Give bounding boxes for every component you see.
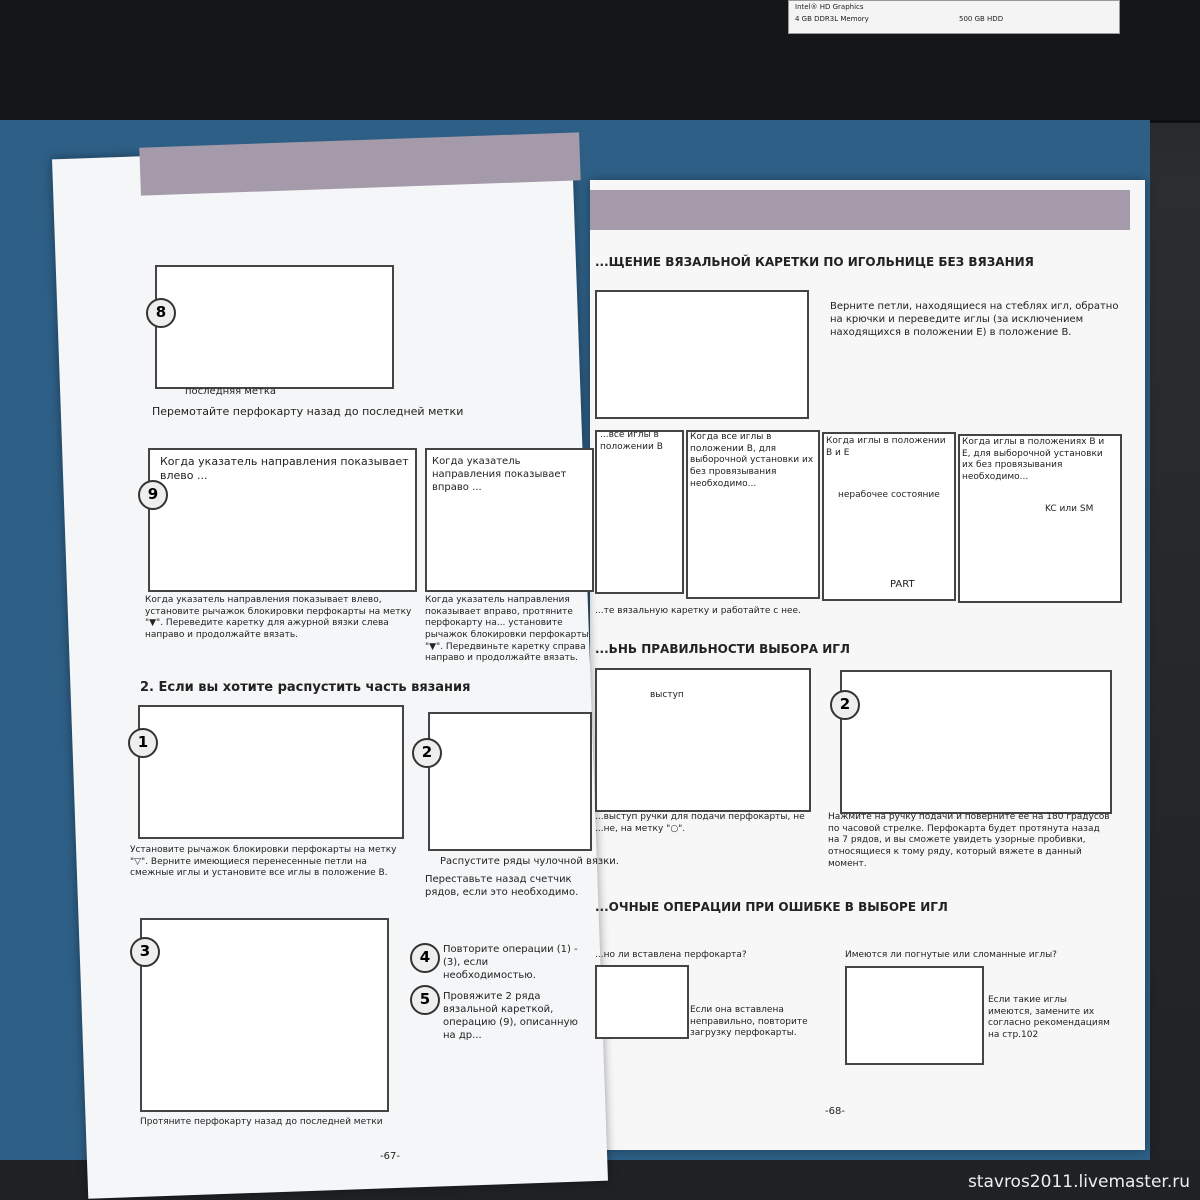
check1-text: ...выступ ручки для подачи перфокарты, н…	[595, 812, 805, 834]
check2-illustration	[840, 670, 1112, 814]
question-1: ...но ли вставлена перфокарта?	[595, 950, 747, 960]
question-2: Имеются ли погнутые или сломанные иглы?	[845, 950, 1057, 960]
step1-number: 1	[128, 728, 158, 758]
step8-illustration	[155, 265, 394, 389]
state-label: нерабочее состояние	[838, 490, 940, 500]
answer-2: Если такие иглы имеются, замените их сог…	[988, 995, 1110, 1041]
sticker-hdd: 500 GB HDD	[959, 15, 1004, 23]
section2-title: 2. Если вы хотите распустить часть вязан…	[140, 680, 471, 695]
check2-number: 2	[830, 690, 860, 720]
step5-number: 5	[410, 985, 440, 1015]
check1-illustration	[595, 668, 811, 812]
spec-sticker: Intel® HD Graphics 4 GB DDR3L Memory 500…	[788, 0, 1120, 34]
step2-note: Переставьте назад счетчик рядов, если эт…	[425, 874, 579, 898]
right-heading-2: ...ЬНЬ ПРАВИЛЬНОСТИ ВЫБОРА ИГЛ	[595, 642, 850, 656]
step3-illustration	[140, 918, 389, 1112]
right-page-number: -68-	[825, 1106, 845, 1117]
carriage-illustration	[595, 290, 809, 419]
case2-panel	[686, 430, 820, 599]
check2-text: Нажмите на ручку подачи и поверните ее н…	[828, 812, 1110, 869]
case4-panel	[958, 434, 1122, 603]
move-text: ...те вязальную каретку и работайте с не…	[595, 606, 801, 616]
step9-text-right: Когда указатель направления показывает в…	[425, 595, 589, 664]
step4-text: Повторите операции (1) - (3), если необх…	[443, 944, 578, 981]
answer-1: Если она вставлена неправильно, повторит…	[690, 1005, 808, 1039]
question2-illustration	[845, 966, 984, 1065]
step2-illustration	[428, 712, 592, 851]
vystup-label: выступ	[650, 690, 684, 700]
case1-text: ...все иглы в положении B	[600, 430, 663, 452]
step8-label: последняя метка	[185, 386, 277, 397]
case3-panel	[822, 432, 956, 601]
step9-number: 9	[138, 480, 168, 510]
left-page-number: -67-	[380, 1151, 400, 1162]
right-heading-1: ...ЩЕНИЕ ВЯЗАЛЬНОЙ КАРЕТКИ ПО ИГОЛЬНИЦЕ …	[595, 255, 1034, 269]
step2-text: Распустите ряды чулочной вязки.	[440, 856, 619, 867]
step9-title-right: Когда указатель направления показывает в…	[432, 456, 567, 493]
step4-number: 4	[410, 943, 440, 973]
case4-text: Когда иглы в положениях B и E, для выбор…	[962, 437, 1105, 483]
step1-illustration	[138, 705, 404, 839]
right-banner	[590, 190, 1130, 230]
case2-text: Когда все иглы в положении B, для выборо…	[690, 432, 814, 489]
case1-panel	[595, 430, 684, 594]
step3-number: 3	[130, 937, 160, 967]
step9-text-left: Когда указатель направления показывает в…	[145, 595, 412, 641]
step9-right-illustration	[425, 448, 594, 592]
step5-text: Провяжите 2 ряда вязальной кареткой, опе…	[443, 991, 578, 1041]
right-heading-3: ...ОЧНЫЕ ОПЕРАЦИИ ПРИ ОШИБКЕ В ВЫБОРЕ ИГ…	[595, 900, 948, 914]
part-label: PART	[890, 579, 915, 590]
case3-text: Когда иглы в положении B и E	[826, 436, 946, 458]
sticker-memory: 4 GB DDR3L Memory	[795, 15, 869, 23]
step9-title-left: Когда указатель направления показывает в…	[160, 455, 409, 483]
kc-label: KC или SM	[1045, 504, 1094, 514]
intro-text: Верните петли, находящиеся на стеблях иг…	[830, 301, 1119, 338]
step2-number: 2	[412, 738, 442, 768]
step1-text: Установите рычажок блокировки перфокарты…	[130, 845, 397, 879]
step8-number: 8	[146, 298, 176, 328]
question1-illustration	[595, 965, 689, 1039]
step3-caption: Протяните перфокарту назад до последней …	[140, 1117, 383, 1127]
step9-left-illustration	[148, 448, 417, 592]
sticker-graphics: Intel® HD Graphics	[795, 3, 864, 11]
watermark: stavros2011.livemaster.ru	[967, 1172, 1190, 1192]
laptop: Intel® HD Graphics 4 GB DDR3L Memory 500…	[0, 0, 1200, 123]
step8-caption: Перемотайте перфокарту назад до последне…	[152, 405, 464, 418]
